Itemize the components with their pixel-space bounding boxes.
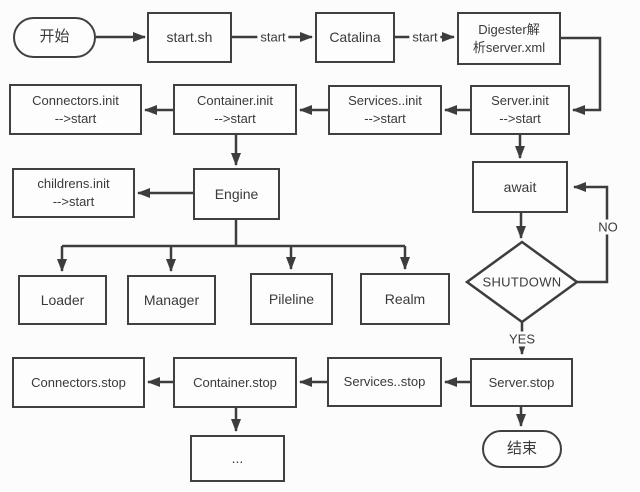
edge-label-start-2: start — [409, 29, 441, 45]
edge-label-start-1: start — [257, 29, 289, 45]
edge-label-yes: YES — [505, 331, 539, 347]
connector-shutdown-no-loop — [573, 182, 609, 284]
node-catalina: Catalina — [315, 12, 395, 63]
node-engine: Engine — [193, 168, 280, 220]
node-digester-parse-serverxml: Digester解 析server.xml — [457, 12, 561, 65]
node-services-init: Services..init -->start — [328, 85, 442, 135]
node-begin-terminator: 开始 — [13, 17, 96, 58]
node-childrens-init: childrens.init -->start — [12, 168, 135, 218]
node-realm: Realm — [360, 273, 450, 325]
node-server-init: Server.init -->start — [470, 85, 570, 135]
node-loader: Loader — [18, 275, 107, 325]
node-start-sh: start.sh — [147, 12, 232, 63]
node-server-stop: Server.stop — [470, 358, 573, 407]
connector-engine-branch — [62, 220, 405, 248]
node-connectors-stop: Connectors.stop — [12, 357, 145, 408]
edge-label-no: NO — [595, 219, 621, 235]
node-connectors-init: Connectors.init -->start — [9, 84, 142, 135]
node-manager: Manager — [127, 275, 216, 325]
node-shutdown-decision-label: SHUTDOWN — [482, 274, 562, 290]
node-container-stop: Container.stop — [173, 357, 297, 408]
node-ellipsis: ... — [190, 435, 285, 482]
node-end-terminator: 结束 — [482, 430, 562, 468]
node-container-init: Container.init -->start — [173, 84, 297, 135]
node-await: await — [472, 161, 568, 213]
connector-digester-to-serverinit — [561, 36, 602, 115]
node-services-stop: Services..stop — [327, 357, 442, 407]
node-pileline: Pileline — [250, 273, 333, 325]
shutdown-decision-diamond — [464, 240, 580, 324]
